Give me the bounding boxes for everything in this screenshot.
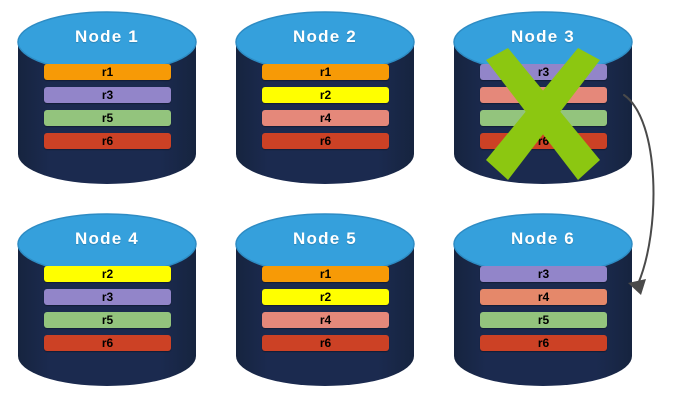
replica-label: r3 — [101, 88, 114, 102]
replica-label: r5 — [537, 313, 550, 327]
replica-label: r3 — [537, 267, 550, 281]
replica-row[interactable]: r5 — [44, 110, 171, 126]
replica-label: r4 — [537, 290, 550, 304]
replica-list: r3 r4 r5 r6 — [480, 266, 607, 358]
replica-row[interactable]: r6 — [44, 133, 171, 149]
replica-row[interactable]: r3 — [44, 289, 171, 305]
replica-row[interactable]: r3 — [480, 266, 607, 282]
replica-row[interactable]: r5 — [44, 312, 171, 328]
node-1[interactable]: Node 1 r1 r3 r5 r6 — [16, 10, 198, 186]
node-5[interactable]: Node 5 r1 r2 r4 r6 — [234, 212, 416, 388]
replica-label: r5 — [101, 313, 114, 327]
replica-label: r6 — [537, 134, 550, 148]
replica-label: r1 — [101, 65, 114, 79]
replica-row[interactable]: r4 — [262, 312, 389, 328]
replica-label: r5 — [101, 111, 114, 125]
node-4[interactable]: Node 4 r2 r3 r5 r6 — [16, 212, 198, 388]
replica-row[interactable]: r2 — [262, 289, 389, 305]
node-3[interactable]: Node 3 r3 r4 r5 r6 — [452, 10, 634, 186]
replica-label: r6 — [319, 336, 332, 350]
replica-label: r1 — [319, 65, 332, 79]
node-6[interactable]: Node 6 r3 r4 r5 r6 — [452, 212, 634, 388]
replica-row[interactable]: r2 — [44, 266, 171, 282]
replica-row[interactable]: r5 — [480, 312, 607, 328]
replica-label: r2 — [319, 290, 332, 304]
replica-label: r1 — [319, 267, 332, 281]
replica-list: r1 r3 r5 r6 — [44, 64, 171, 156]
replica-label: r4 — [319, 313, 332, 327]
node-2[interactable]: Node 2 r1 r2 r4 r6 — [234, 10, 416, 186]
replica-label: r6 — [319, 134, 332, 148]
replica-label: r6 — [101, 134, 114, 148]
replica-row[interactable]: r3 — [480, 64, 607, 80]
replica-row[interactable]: r5 — [480, 110, 607, 126]
replica-row[interactable]: r4 — [480, 289, 607, 305]
replica-row[interactable]: r3 — [44, 87, 171, 103]
replica-label: r5 — [537, 111, 550, 125]
replica-label: r6 — [101, 336, 114, 350]
replica-label: r4 — [319, 111, 332, 125]
replica-row[interactable]: r6 — [480, 133, 607, 149]
replica-label: r3 — [101, 290, 114, 304]
replica-label: r3 — [537, 65, 550, 79]
replica-row[interactable]: r1 — [262, 64, 389, 80]
replica-label: r2 — [101, 267, 114, 281]
replica-list: r1 r2 r4 r6 — [262, 64, 389, 156]
replica-row[interactable]: r4 — [262, 110, 389, 126]
replica-row[interactable]: r1 — [44, 64, 171, 80]
replica-label: r4 — [537, 88, 550, 102]
replica-row[interactable]: r4 — [480, 87, 607, 103]
replica-label: r2 — [319, 88, 332, 102]
replica-row[interactable]: r6 — [262, 133, 389, 149]
replica-row[interactable]: r1 — [262, 266, 389, 282]
replica-list: r1 r2 r4 r6 — [262, 266, 389, 358]
replica-label: r6 — [537, 336, 550, 350]
replica-list: r2 r3 r5 r6 — [44, 266, 171, 358]
replica-row[interactable]: r2 — [262, 87, 389, 103]
replica-list: r3 r4 r5 r6 — [480, 64, 607, 156]
replica-row[interactable]: r6 — [44, 335, 171, 351]
replica-row[interactable]: r6 — [262, 335, 389, 351]
replica-row[interactable]: r6 — [480, 335, 607, 351]
